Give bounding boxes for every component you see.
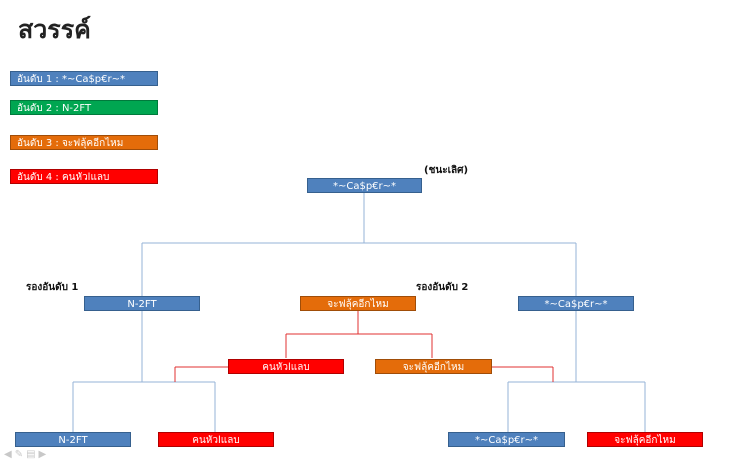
qf-mid-right-box: จะฟลุ้คอีกไหม [375,359,492,374]
menu-icon[interactable]: ▤ [26,449,39,460]
legend-rank-4: อันดับ 4 : คนหัวlแลบ [10,169,158,184]
runner-up-2-label: รองอันดับ 2 [416,282,469,293]
final-winner-box: *~Ca$p€r~* [307,178,422,193]
champion-label: (ชนะเลิศ) [424,165,469,176]
semi-left-box: N-2FT [84,296,200,311]
slide-nav: ◀✎▤▶ [4,449,49,460]
qf-mid-left-box: คนหัวlแลบ [228,359,344,374]
semi-right-box: *~Ca$p€r~* [518,296,634,311]
legend-rank-2: อันดับ 2 : N-2FT [10,100,158,115]
runner-up-1-label: รองอันดับ 1 [26,282,79,293]
r1-left-b-box: คนหัวlแลบ [158,432,274,447]
r1-left-a-box: N-2FT [15,432,131,447]
pen-icon[interactable]: ✎ [14,449,27,460]
r1-right-b-box: จะฟลุ้คอีกไหม [587,432,703,447]
prev-arrow-icon[interactable]: ◀ [4,449,15,460]
next-arrow-icon[interactable]: ▶ [38,449,50,460]
legend-rank-1: อันดับ 1 : *~Ca$p€r~* [10,71,158,86]
page-title: สวรรค์ [18,15,91,44]
legend-rank-3: อันดับ 3 : จะฟลุ้คอีกไหม [10,135,158,150]
semi-mid-box: จะฟลุ้คอีกไหม [300,296,416,311]
r1-right-a-box: *~Ca$p€r~* [448,432,565,447]
